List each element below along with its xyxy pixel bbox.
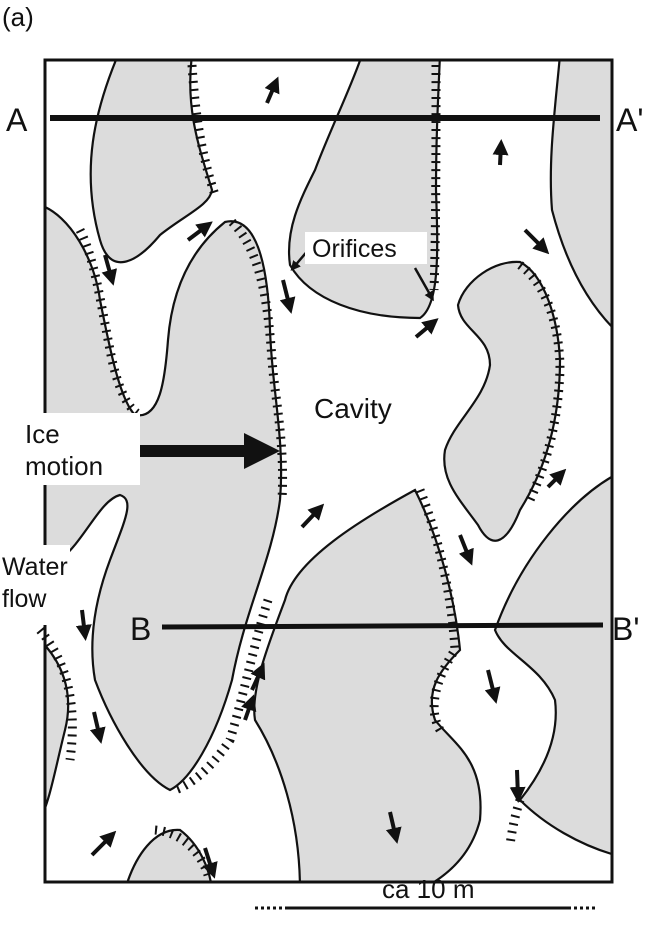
section-line-b: [161, 622, 604, 630]
ice-blob-top-left: [89, 60, 214, 264]
hatch-marks: [36, 64, 565, 877]
ice-motion-label-line2: motion: [25, 451, 103, 481]
section-label-b-prime: B': [612, 611, 639, 647]
ice-blob-orifices: [288, 60, 441, 320]
water-flow-label-line2: flow: [2, 585, 47, 613]
ice-motion-label-line1: Ice: [25, 419, 60, 449]
section-label-b: B: [130, 611, 151, 647]
ice-regions: [45, 60, 612, 882]
ice-blob-top-right: [549, 60, 612, 329]
ice-blob-bottom-middle: [253, 488, 482, 882]
cavity-label: Cavity: [314, 393, 392, 424]
panel-label: (a): [2, 2, 34, 32]
orifice-pointer-right: [413, 267, 434, 302]
ice-blob-right-middle: [443, 260, 562, 542]
orifices-label: Orifices: [312, 235, 397, 263]
section-label-a: A: [6, 102, 28, 138]
ice-blob-bottom-right: [493, 475, 612, 856]
section-label-a-prime: A': [616, 102, 643, 138]
scale-bar-label: ca 10 m: [382, 874, 475, 904]
water-flow-label-line1: Water: [2, 553, 68, 581]
